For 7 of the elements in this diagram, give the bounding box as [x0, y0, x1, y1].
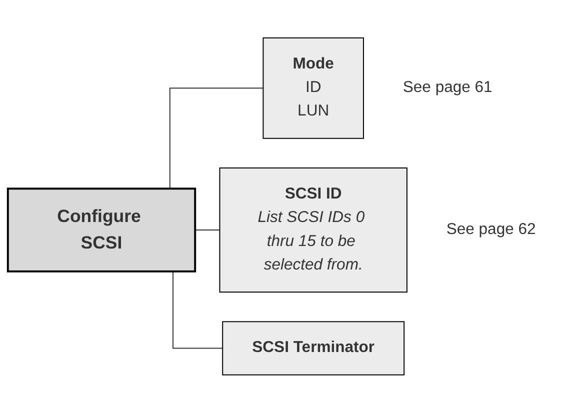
- node-box: SCSI Terminator: [222, 320, 405, 375]
- node-label: See page 61: [402, 78, 492, 96]
- connector: [194, 229, 220, 230]
- node-box: Configure SCSI: [6, 187, 196, 272]
- node-label: See page 62: [446, 220, 536, 238]
- node-box: Mode ID LUN: [262, 37, 364, 138]
- node-box: SCSI ID List SCSI IDs 0 thru 15 to be selected from.: [219, 167, 408, 292]
